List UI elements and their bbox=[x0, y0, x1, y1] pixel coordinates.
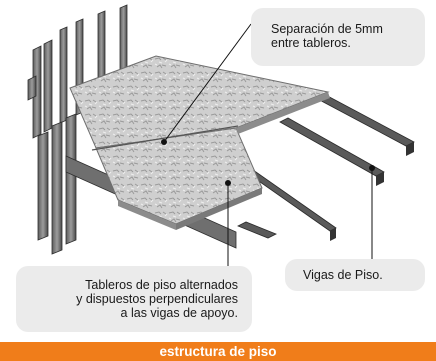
floor-panels-callout-line-2: y dispuestos perpendiculares bbox=[76, 292, 238, 306]
floor-joists bbox=[237, 91, 415, 241]
floor-panels-callout-line-1: Tableros de piso alternados bbox=[85, 278, 238, 292]
board-gap-callout: Separación de 5mm entre tableros. bbox=[251, 8, 425, 66]
floor-panels-callout-line-3: a las vigas de apoyo. bbox=[120, 306, 238, 320]
wall-studs bbox=[27, 4, 128, 255]
board-gap-callout-line-1: Separación de 5mm bbox=[271, 22, 383, 36]
floor-joists-callout-label: Vigas de Piso. bbox=[303, 268, 383, 282]
footer-title-bar: estructura de piso bbox=[0, 342, 436, 361]
footer-title: estructura de piso bbox=[159, 344, 277, 359]
leader-lines bbox=[161, 23, 375, 266]
floor-joists-callout: Vigas de Piso. bbox=[285, 259, 425, 291]
floor-boards bbox=[69, 55, 330, 230]
board-gap-callout-line-2: entre tableros. bbox=[271, 36, 351, 50]
floor-panels-callout: Tableros de piso alternados y dispuestos… bbox=[16, 266, 252, 332]
